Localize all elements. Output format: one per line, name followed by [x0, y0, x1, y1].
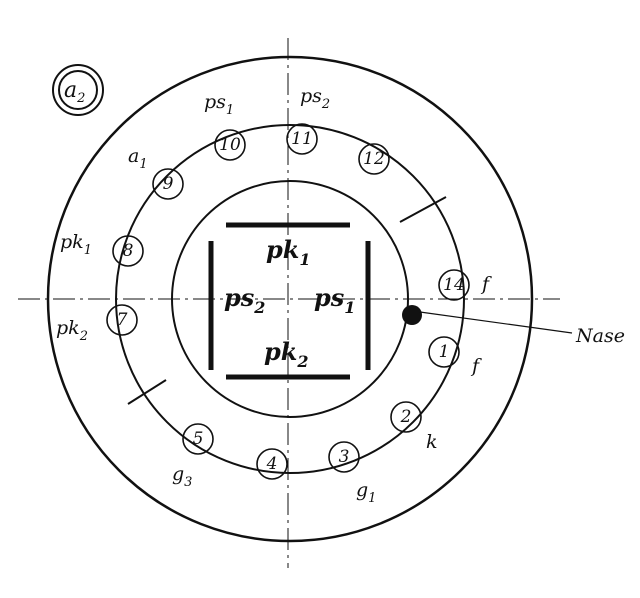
pin-label-9: a1	[128, 145, 148, 172]
svg-text:5: 5	[193, 429, 204, 449]
pin-10: 10	[214, 129, 246, 161]
svg-text:3: 3	[339, 447, 350, 467]
key-pointer-line	[419, 311, 573, 334]
electrode-label-left: ps2	[224, 283, 265, 317]
svg-text:1: 1	[439, 342, 450, 362]
pin-3: 3	[328, 441, 360, 473]
gap-mark-upper-right	[399, 196, 447, 223]
pin-2: 2	[390, 401, 422, 433]
gap-mark-lower-left	[127, 379, 167, 405]
pin-label-1: f	[470, 355, 482, 377]
svg-text:2: 2	[400, 407, 412, 427]
pin-5: 5	[182, 423, 214, 455]
pin-label-10: ps1	[204, 91, 234, 118]
key-notch	[402, 305, 422, 325]
svg-text:11: 11	[291, 129, 313, 149]
pin-label-8: pk1	[60, 231, 92, 258]
pin-circle	[115, 124, 465, 474]
svg-text:10: 10	[219, 135, 241, 155]
svg-text:4: 4	[266, 454, 278, 474]
svg-text:9: 9	[163, 174, 174, 194]
diagram-badge: a2	[52, 64, 104, 116]
pin-12: 12	[358, 143, 390, 175]
pin-label-11: ps2	[300, 85, 330, 112]
pin-label-2: k	[426, 431, 438, 453]
svg-text:14: 14	[443, 275, 465, 295]
outer-circle	[46, 55, 534, 543]
inner-circle	[171, 180, 409, 418]
pin-label-5: g3	[172, 463, 192, 490]
svg-text:7: 7	[117, 310, 128, 330]
svg-text:a2: a2	[64, 78, 85, 106]
pin-1: 1	[428, 336, 460, 368]
pin-label-3: g1	[356, 479, 376, 506]
electrode-label-right: ps1	[314, 283, 355, 317]
pin-4: 4	[256, 448, 288, 480]
pin-label-7: pk2	[56, 317, 88, 344]
pin-8: 8	[112, 235, 144, 267]
electrode-label-top: pk1	[266, 235, 311, 269]
pin-14: 14	[438, 269, 470, 301]
electrode-label-bottom: pk2	[264, 337, 309, 371]
svg-text:12: 12	[363, 149, 385, 169]
svg-text:8: 8	[123, 241, 134, 261]
key-label: Nase	[575, 325, 625, 347]
pin-7: 7	[106, 304, 138, 336]
pin-11: 11	[286, 123, 318, 155]
pin-label-14: f	[480, 273, 492, 295]
pin-9: 9	[152, 168, 184, 200]
